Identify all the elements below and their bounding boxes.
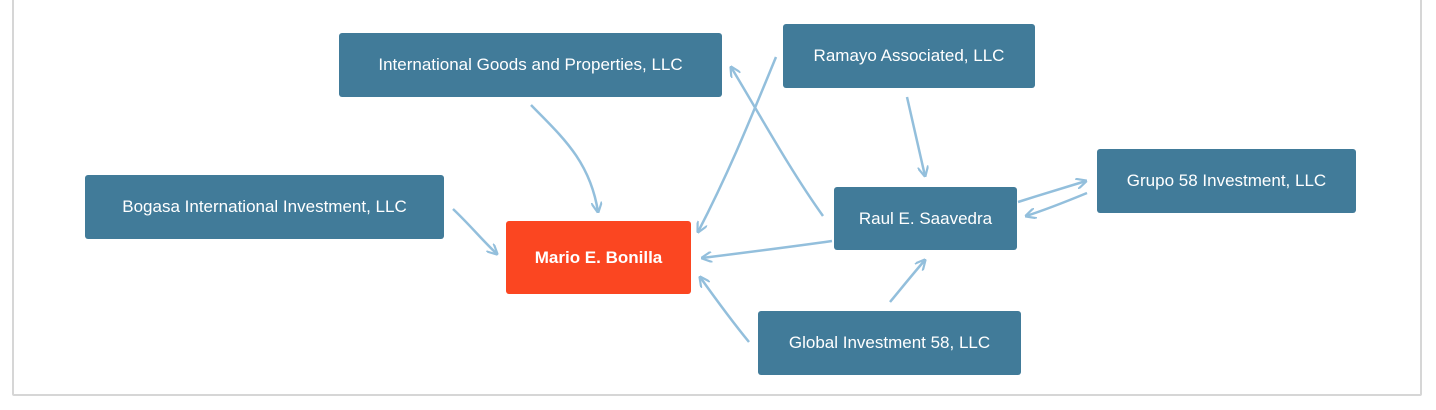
node-label: Global Investment 58, LLC — [788, 333, 991, 352]
edge-igp-to-mario — [530, 104, 598, 212]
edge-raul-to-igp — [731, 67, 825, 217]
node-label: Grupo 58 Investment, LLC — [1126, 171, 1327, 190]
node-global-investment-58[interactable]: Global Investment 58, LLC — [758, 311, 1021, 375]
node-mario-bonilla[interactable]: Mario E. Bonilla — [506, 221, 691, 294]
edge-ramayo-to-raul — [905, 96, 925, 176]
edge-bogasa-to-mario — [452, 208, 497, 254]
node-ramayo-associated[interactable]: Ramayo Associated, LLC — [783, 24, 1035, 88]
edge-grupo58-to-raul — [1026, 191, 1088, 216]
node-label: Mario E. Bonilla — [534, 247, 663, 267]
edge-raul-to-mario — [702, 239, 833, 258]
node-label: Ramayo Associated, LLC — [813, 46, 1005, 65]
edge-global58-to-raul — [889, 260, 925, 303]
node-bogasa-international[interactable]: Bogasa International Investment, LLC — [85, 175, 444, 239]
node-grupo-58[interactable]: Grupo 58 Investment, LLC — [1097, 149, 1356, 213]
edge-global58-to-mario — [700, 277, 750, 343]
node-label: Raul E. Saavedra — [858, 208, 993, 228]
node-label: International Goods and Properties, LLC — [378, 55, 683, 74]
node-label: Bogasa International Investment, LLC — [122, 197, 407, 216]
node-international-goods[interactable]: International Goods and Properties, LLC — [339, 33, 722, 97]
node-raul-saavedra[interactable]: Raul E. Saavedra — [834, 187, 1017, 250]
edge-raul-to-grupo58 — [1017, 181, 1086, 204]
edge-ramayo-to-mario — [698, 56, 778, 232]
